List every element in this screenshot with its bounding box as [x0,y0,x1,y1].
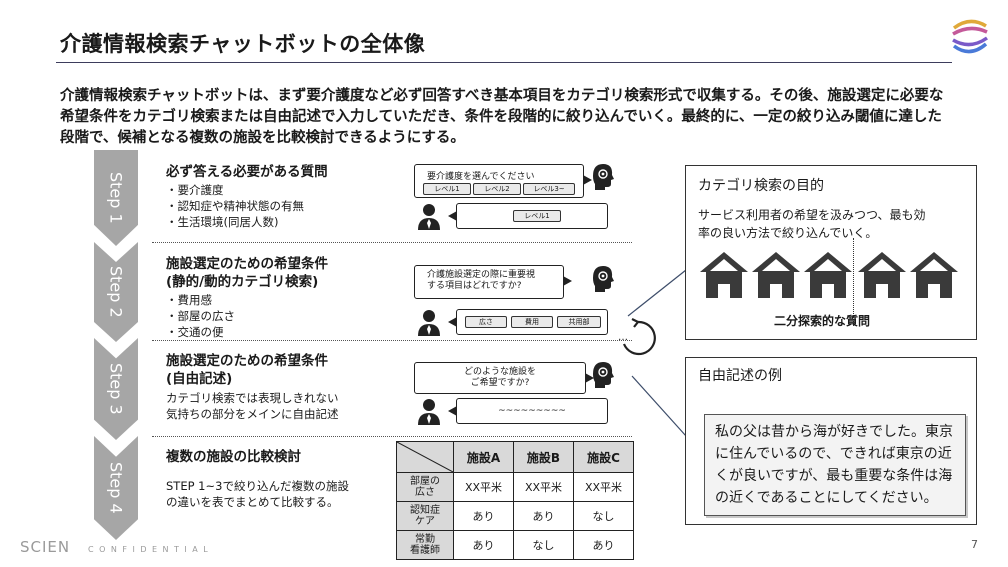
column-header: 施設C [573,441,634,473]
diagonal-line [397,442,453,472]
row-header: 常勤看護師 [396,530,454,560]
table-cell: あり [573,530,634,560]
step-2-title: 施設選定のための希望条件 (静的/動的カテゴリ検索) [166,256,328,290]
step-4-marker: Step 4 [94,436,138,540]
bullet-item: ・交通の便 [166,325,224,339]
column-header: 施設A [453,441,514,473]
footer-company-logo: SCIEN [20,538,71,556]
table-cell: なし [513,530,574,560]
bullet-item: ・費用感 [166,293,212,307]
option-chip[interactable]: レベル2 [473,183,521,195]
step-1-bullets: ・要介護度 ・認知症や精神状態の有無 ・生活環境(同居人数) [166,182,304,230]
step-3-description: カテゴリ検索では表現しきれない 気持ちの部分をメインに自由記述 [166,391,339,421]
option-chip[interactable]: 共用部 [557,316,601,328]
step-2-bullets: ・費用感 ・部屋の広さ ・交通の便 [166,292,235,340]
table-cell: あり [453,530,514,560]
row-header: 認知症ケア [396,501,454,531]
refresh-loop-icon: … [618,318,656,356]
bullet-item: ・生活環境(同居人数) [166,215,279,229]
user-avatar-icon [418,204,440,230]
user-answer-bubble: 広さ 費用 共用部 [448,309,608,335]
houses-icon-row [700,252,958,298]
option-chip[interactable]: 費用 [511,316,553,328]
step-3-marker: Step 3 [94,338,138,440]
table-cell: なし [573,501,634,531]
option-chip[interactable]: レベル3~ [523,183,575,195]
svg-text:…: … [618,332,628,343]
header-divider [56,62,952,63]
confidential-label: CONFIDENTIAL [88,545,214,554]
step-separator [152,242,632,243]
step-3-title: 施設選定のための希望条件 (自由記述) [166,353,328,387]
table-row: 認知症ケア あり あり なし [396,501,634,531]
robot-head-icon [593,266,614,292]
table-cell: XX平米 [573,472,634,502]
table-corner-cell [396,441,454,473]
free-text-example: 私の父は昔から海が好きでした。東京に住んでいるので、できれば東京の近くが良いです… [704,414,966,516]
bot-question-bubble: どのような施設を ご希望ですか? [414,362,594,394]
step-4-title: 複数の施設の比較検討 [166,449,301,465]
step-separator [152,436,632,437]
panel-description: サービス利用者の希望を汲みつつ、最も効 率の良い方法で絞り込んでいく。 [698,208,926,240]
table-cell: XX平米 [453,472,514,502]
user-avatar-icon [418,310,440,336]
table-cell: あり [453,501,514,531]
option-chip[interactable]: レベル1 [423,183,471,195]
category-search-panel: カテゴリ検索の目的 サービス利用者の希望を汲みつつ、最も効 率の良い方法で絞り込… [685,165,977,340]
table-header-row: 施設A 施設B 施設C [396,441,634,473]
robot-head-icon [593,164,614,190]
panel-caption: 二分探索的な質問 [774,314,871,328]
bullet-item: ・部屋の広さ [166,309,235,323]
robot-head-icon [593,362,614,388]
bot-question-bubble: 介護施設選定の際に重要視 する項目はどれですか? [414,265,572,299]
page-number: 7 [971,538,978,551]
company-logo-icon [952,19,989,54]
step-2-marker: Step 2 [94,242,138,342]
option-chip[interactable]: 広さ [465,316,507,328]
bullet-item: ・要介護度 [166,183,224,197]
row-header: 部屋の広さ [396,472,454,502]
intro-paragraph: 介護情報検索チャットボットは、まず要介護度など必ず回答すべき基本項目をカテゴリ検… [60,88,944,146]
step-1-marker: Step 1 [94,150,138,246]
table-cell: あり [513,501,574,531]
bullet-item: ・認知症や精神状態の有無 [166,199,304,213]
panel-title: カテゴリ検索の目的 [698,178,824,194]
user-avatar-icon [418,399,440,425]
free-text-example-panel: 自由記述の例 私の父は昔から海が好きでした。東京に住んでいるので、できれば東京の… [685,357,977,525]
table-row: 常勤看護師 あり なし あり [396,530,634,560]
binary-split-line [853,238,854,326]
selected-option-chip: レベル1 [513,210,561,222]
bot-question-bubble: 要介護度を選んでください レベル1 レベル2 レベル3~ [414,164,592,198]
table-row: 部屋の広さ XX平米 XX平米 XX平米 [396,472,634,502]
step-1-title: 必ず答える必要がある質問 [166,164,328,180]
column-header: 施設B [513,441,574,473]
step-separator [152,340,632,341]
step-4-description: STEP 1~3で絞り込んだ複数の施設 の違いを表でまとめて比較する。 [166,479,349,509]
table-cell: XX平米 [513,472,574,502]
panel-title: 自由記述の例 [698,368,782,384]
facility-comparison-table: 施設A 施設B 施設C 部屋の広さ XX平米 XX平米 XX平米 認知症ケア あ… [396,441,634,560]
user-answer-bubble: レベル1 [448,203,608,229]
panel-connector-lines [627,269,687,437]
page-title: 介護情報検索チャットボットの全体像 [60,32,426,56]
user-answer-bubble: ~~~~~~~~~ [448,398,608,424]
